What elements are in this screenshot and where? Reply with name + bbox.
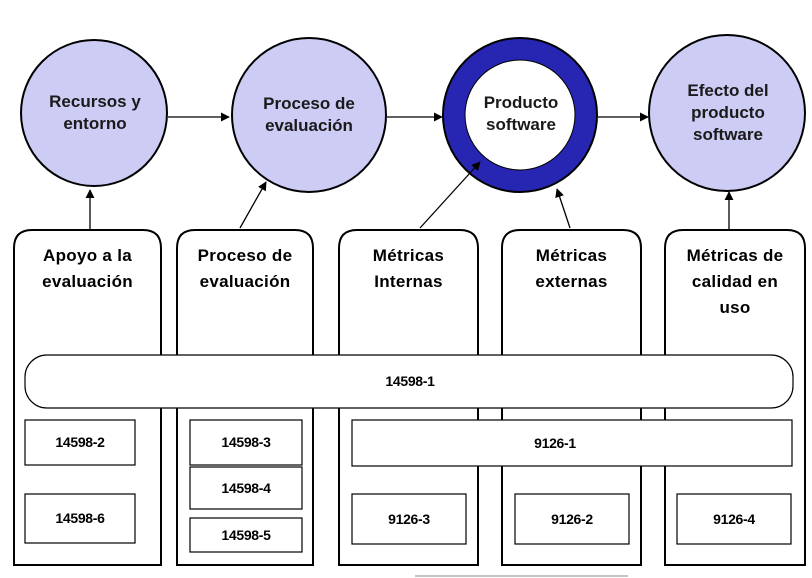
- standard-9126-2-box: [514, 493, 630, 545]
- circle-efecto: [648, 34, 806, 192]
- standard-9126-3-label: 9126-3: [388, 511, 430, 527]
- standard-14598-3-label: 14598-3: [221, 434, 271, 450]
- arrow-proceso-col-to-circle: [239, 181, 267, 229]
- standard-9126-2-label: 9126-2: [551, 511, 593, 527]
- standard-14598-3-box: [189, 419, 303, 466]
- circle-efecto-label: Efecto del producto software: [687, 81, 769, 144]
- standard-14598-2-box: [24, 419, 136, 466]
- standard-9126-4-box: [676, 493, 792, 545]
- column-calidad-label: Métricas de calidad en uso: [686, 246, 784, 317]
- standard-9126-1-label: 9126-1: [534, 435, 576, 451]
- column-externas-label: Métricas externas: [535, 246, 608, 291]
- arrow-externas-to-producto: [555, 188, 571, 229]
- column-proceso-label: Proceso de evaluación: [197, 246, 293, 291]
- circle-producto-inner: [464, 59, 576, 171]
- standard-14598-4-label: 14598-4: [221, 480, 271, 496]
- standard-14598-5-box: [189, 517, 303, 553]
- circle-proceso: [231, 37, 387, 193]
- standard-14598-1-bar: [24, 354, 794, 409]
- column-internas-label: Métricas Internas: [372, 246, 445, 291]
- standard-14598-5-label: 14598-5: [221, 527, 271, 543]
- standard-14598-6-box: [24, 493, 136, 544]
- circle-recursos: [20, 39, 168, 187]
- standard-14598-2-label: 14598-2: [55, 434, 105, 450]
- column-apoyo-label: Apoyo a la evaluación: [42, 246, 133, 291]
- circle-proceso-label: Proceso de evaluación: [263, 94, 355, 135]
- standard-14598-6-label: 14598-6: [55, 510, 105, 526]
- arrow-internas-to-producto: [419, 161, 481, 229]
- standard-14598-1-label: 14598-1: [385, 373, 435, 389]
- circle-producto-label: Producto software: [483, 93, 559, 134]
- standard-9126-4-label: 9126-4: [713, 511, 755, 527]
- standard-14598-4-box: [189, 466, 303, 510]
- standard-9126-3-box: [351, 493, 467, 545]
- standard-9126-1-box: [351, 419, 793, 467]
- circle-recursos-label: Recursos y entorno: [49, 92, 141, 133]
